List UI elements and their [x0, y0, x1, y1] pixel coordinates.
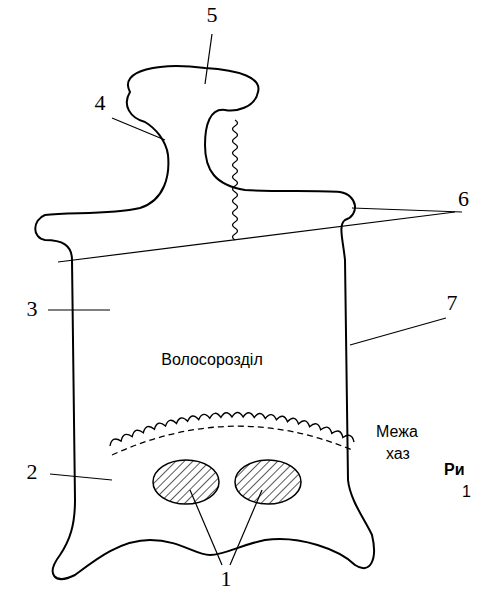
callout-number: 7	[447, 292, 458, 314]
leader-lines	[48, 34, 462, 565]
caption-fragment: Ри	[444, 462, 465, 478]
hatched-area	[153, 460, 219, 504]
dashed-boundary	[112, 426, 352, 455]
callout-number: 6	[458, 188, 469, 210]
hide-outline	[35, 66, 374, 579]
region-label: Межа	[376, 424, 418, 440]
hatched-area	[235, 460, 301, 504]
spine-line	[233, 120, 238, 240]
region-label: Волосорозділ	[161, 352, 263, 368]
butt-boundary	[110, 413, 354, 447]
spine-line	[233, 120, 238, 240]
callout-number: 3	[27, 298, 38, 320]
butt-boundary	[110, 413, 354, 447]
region-label: хаз	[386, 446, 410, 462]
callout-number: 5	[207, 4, 218, 26]
caption-fragment: 1	[462, 484, 471, 500]
callout-number: 2	[27, 461, 38, 483]
callout-number: 1	[221, 568, 232, 590]
callout-number: 4	[95, 92, 106, 114]
